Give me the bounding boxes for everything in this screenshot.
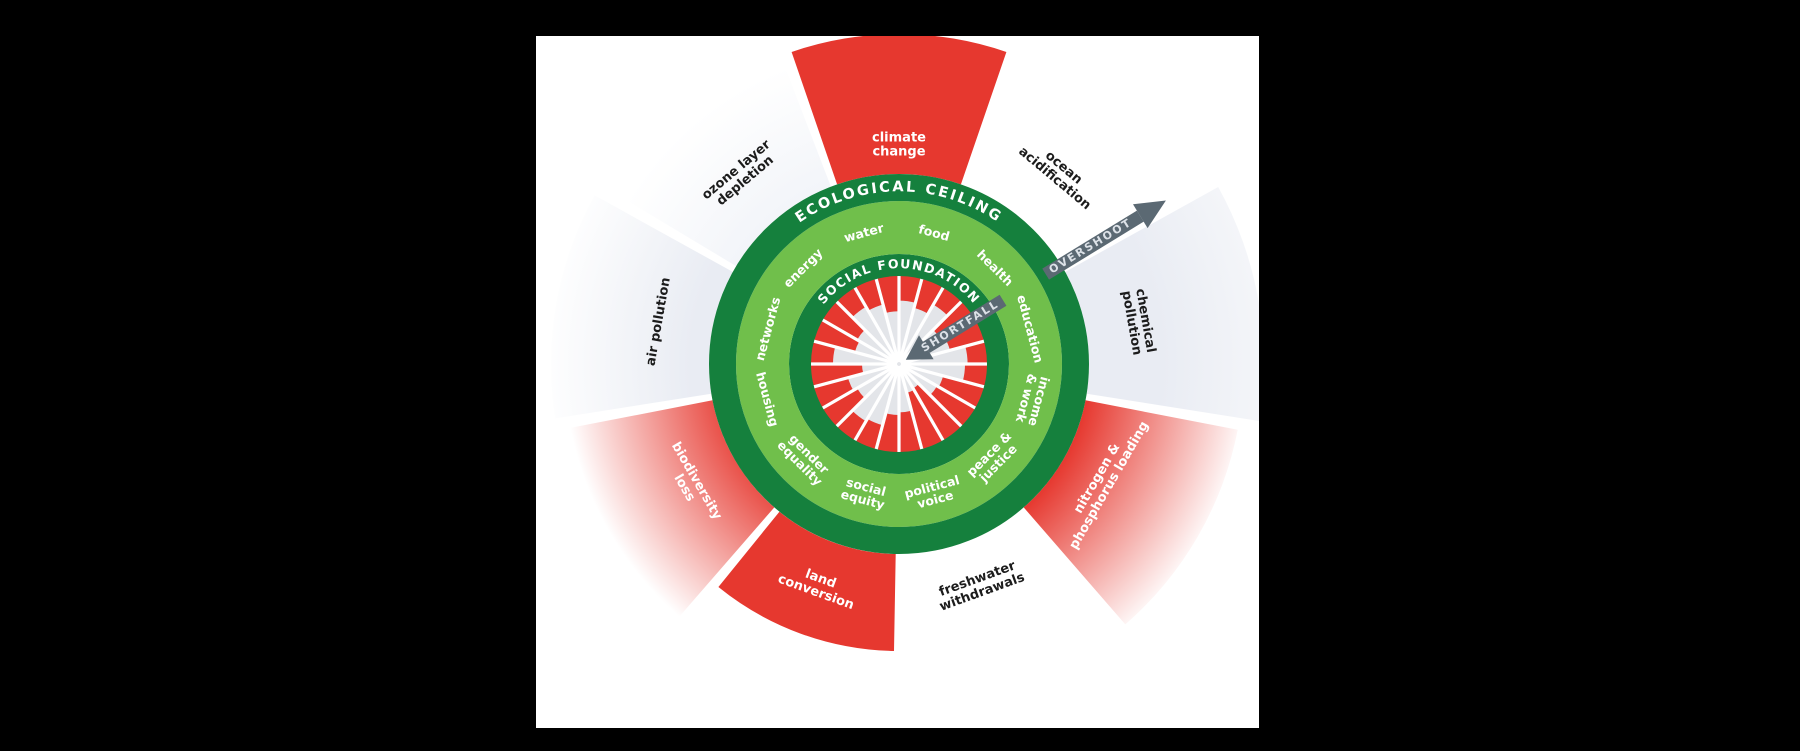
shortfall-divider <box>821 363 899 410</box>
shortfall-divider <box>898 286 945 364</box>
shortfall-divider <box>899 363 977 410</box>
shortfall-divider <box>834 299 899 364</box>
wedge-land-conversion <box>718 511 896 651</box>
shortfall-bar-food-2 <box>914 278 944 314</box>
shortfall-bar-peace-justice-1 <box>930 386 977 427</box>
shortfall-divider <box>821 318 899 365</box>
shortfall-bar-gender-equality-2 <box>821 388 865 427</box>
shortfall-bar-energy-1 <box>821 301 865 340</box>
shortfall-divider <box>899 364 964 429</box>
social-foundation-ring <box>789 254 1009 474</box>
wedge-biodiversity-loss <box>570 400 775 617</box>
wedge-chemical-pollution <box>1065 187 1259 422</box>
overshoot-arrow-shaft <box>1042 210 1144 280</box>
wedge-air-pollution <box>551 195 733 419</box>
overshoot-wedges <box>551 36 1259 651</box>
shortfall-divider <box>900 362 986 389</box>
shortfall-zone <box>809 274 989 454</box>
shortfall-bar-education-2 <box>965 341 989 364</box>
ecological-ceiling-ring <box>709 174 1089 554</box>
shortfall-bar-political-voice-1 <box>906 389 944 450</box>
shortfall-divider <box>898 364 945 442</box>
shortfall-bar-water-2 <box>876 274 899 313</box>
overshoot-arrow-head <box>1133 200 1166 229</box>
shortfall-divider <box>897 277 924 363</box>
shortfall-arrow-head <box>905 335 934 360</box>
shortfall-divider <box>853 364 900 442</box>
shortfall-bar-social-equity-2 <box>854 418 883 450</box>
rings <box>709 174 1089 554</box>
doughnut-ring <box>736 201 1062 527</box>
shortfall-arrow-shaft <box>922 294 1007 353</box>
wedge-ozone-layer-depletion <box>626 67 831 267</box>
shortfall-divider <box>874 365 901 451</box>
shortfall-divider <box>900 339 986 366</box>
shortfall-divider <box>812 362 898 389</box>
shortfall-bar-social-equity-1 <box>876 413 899 454</box>
wedge-nitrogen-phosphorus-loading <box>1023 400 1238 625</box>
shortfall-bar-housing-2 <box>809 364 864 387</box>
shortfall-divider <box>812 339 898 366</box>
wedge-climate-change <box>791 36 1007 185</box>
shortfall-bar-political-voice-2 <box>899 410 922 454</box>
shortfall-divider <box>897 365 924 451</box>
shortfall-bar-peace-justice-2 <box>913 383 962 442</box>
shortfall-divider <box>874 277 901 363</box>
shortfall-divider <box>834 364 899 429</box>
shortfall-divider <box>853 286 900 364</box>
shortfall-bar-water-1 <box>854 278 884 311</box>
